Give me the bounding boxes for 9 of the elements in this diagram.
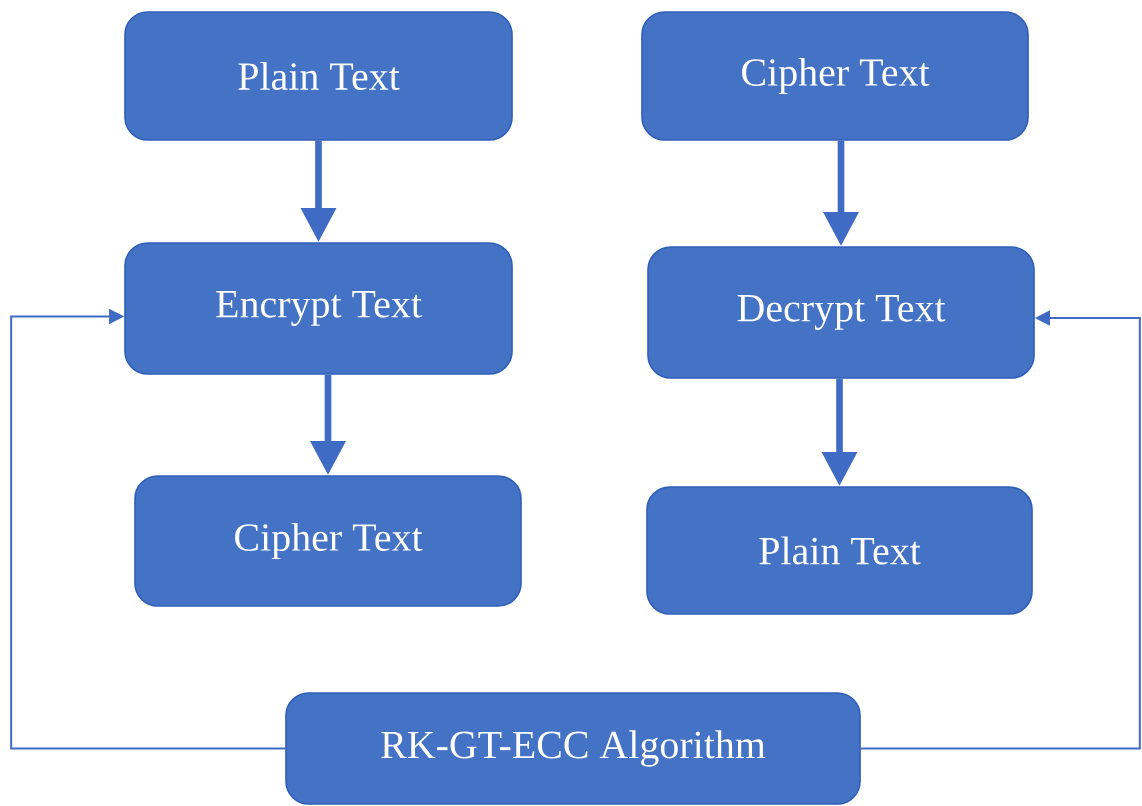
arrow: [10, 308, 287, 750]
arrow: [859, 310, 1141, 750]
process-box: Plain Text: [124, 11, 513, 141]
process-box: Decrypt Text: [647, 246, 1035, 379]
process-box: Cipher Text: [641, 11, 1029, 141]
process-box: RK-GT-ECC Algorithm: [285, 692, 861, 805]
process-box: Plain Text: [646, 486, 1033, 615]
process-box: Encrypt Text: [124, 242, 513, 375]
process-box: Cipher Text: [134, 475, 522, 607]
